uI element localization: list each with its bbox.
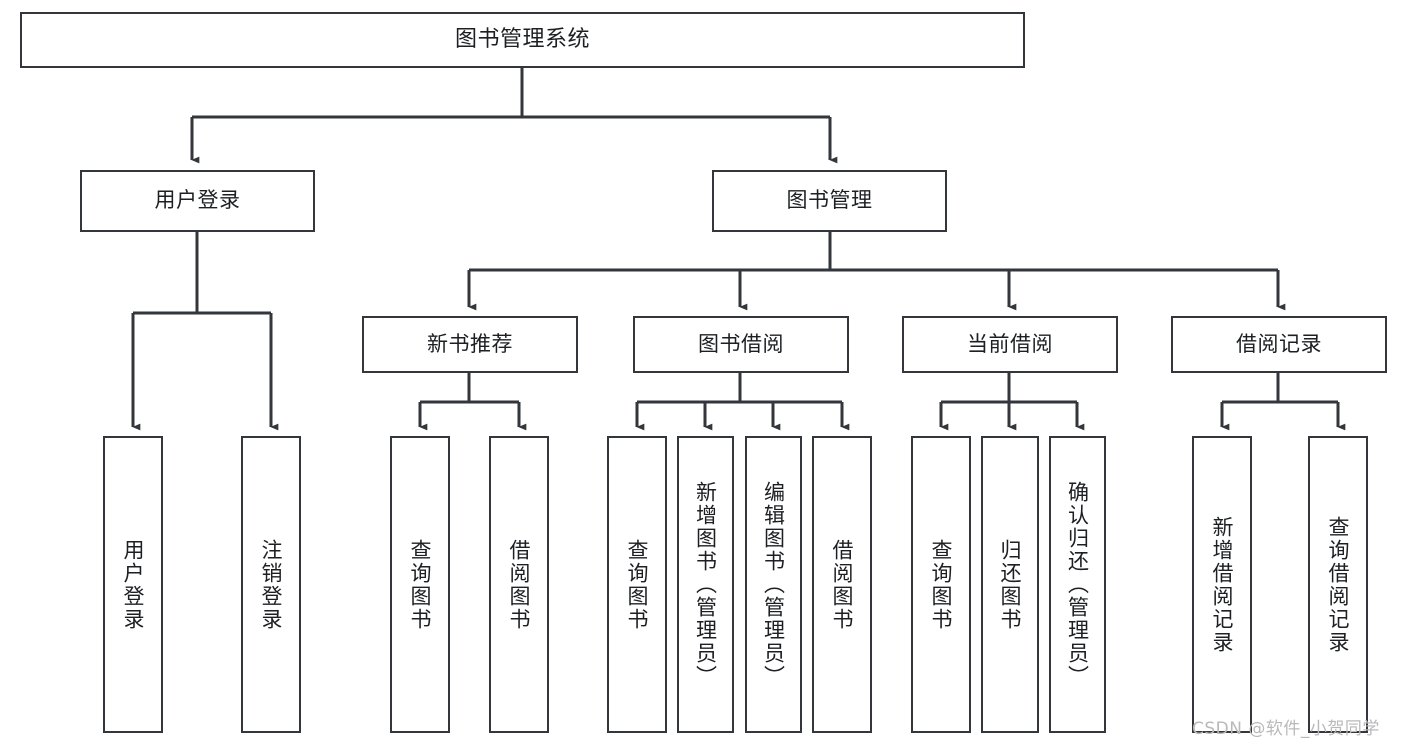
- node-label: 当前借阅: [967, 331, 1053, 356]
- node-book-management[interactable]: 图书管理: [712, 170, 947, 232]
- node-root-book-management-system[interactable]: 图书管理系统: [20, 12, 1025, 68]
- node-label: 查询图书: [929, 538, 954, 631]
- node-book-borrowing[interactable]: 图书借阅: [633, 316, 849, 373]
- node-label: 新增借阅记录: [1210, 515, 1235, 654]
- leaf-return-book[interactable]: 归还图书: [981, 436, 1039, 733]
- node-label: 借阅图书: [830, 538, 855, 631]
- node-label: 借阅记录: [1236, 331, 1322, 356]
- leaf-logout[interactable]: 注销登录: [241, 436, 301, 733]
- node-user-login[interactable]: 用户登录: [80, 170, 315, 232]
- node-label: 归还图书: [998, 538, 1023, 631]
- node-label: 借阅图书: [507, 538, 532, 631]
- leaf-query-book-recommend[interactable]: 查询图书: [390, 436, 450, 733]
- leaf-edit-book-admin[interactable]: 编辑图书（管理员）: [745, 436, 802, 733]
- node-current-borrowing[interactable]: 当前借阅: [902, 316, 1118, 373]
- node-label: 新书推荐: [427, 331, 513, 356]
- node-label: 新增图书（管理员）: [693, 481, 718, 688]
- node-borrowing-record[interactable]: 借阅记录: [1171, 316, 1387, 373]
- node-label: 图书借阅: [698, 331, 784, 356]
- leaf-confirm-return-admin[interactable]: 确认归还（管理员）: [1049, 436, 1106, 733]
- leaf-query-book-borrow[interactable]: 查询图书: [607, 436, 667, 733]
- node-label: 图书管理系统: [454, 26, 590, 52]
- leaf-add-book-admin[interactable]: 新增图书（管理员）: [677, 436, 734, 733]
- node-label: 用户登录: [121, 538, 146, 631]
- leaf-add-borrow-record[interactable]: 新增借阅记录: [1192, 436, 1252, 733]
- node-label: 查询图书: [408, 538, 433, 631]
- leaf-query-borrow-record[interactable]: 查询借阅记录: [1308, 436, 1368, 733]
- node-label: 确认归还（管理员）: [1065, 481, 1090, 688]
- leaf-query-book-current[interactable]: 查询图书: [911, 436, 971, 733]
- leaf-user-login[interactable]: 用户登录: [103, 436, 163, 733]
- node-new-book-recommendation[interactable]: 新书推荐: [362, 316, 578, 373]
- node-label: 注销登录: [259, 538, 284, 631]
- csdn-watermark: CSDN @软件_小贺同学: [1192, 719, 1380, 739]
- node-label: 查询借阅记录: [1326, 515, 1351, 654]
- leaf-borrow-book-recommend[interactable]: 借阅图书: [489, 436, 549, 733]
- node-label: 图书管理: [786, 188, 873, 213]
- leaf-borrow-book[interactable]: 借阅图书: [812, 436, 872, 733]
- node-label: 编辑图书（管理员）: [761, 481, 786, 688]
- node-label: 用户登录: [154, 188, 241, 213]
- node-label: 查询图书: [625, 538, 650, 631]
